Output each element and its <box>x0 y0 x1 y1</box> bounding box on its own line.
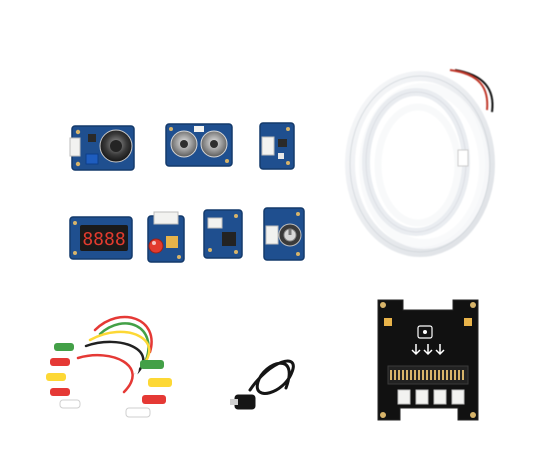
clip-left-group <box>46 343 81 409</box>
edge-connector <box>390 370 464 380</box>
microbit-breakout-board <box>377 299 479 421</box>
rgb-led-strip <box>345 69 495 257</box>
seven-segment-readout: 8888 <box>82 229 125 250</box>
rotary-angle-sensor-module <box>263 207 305 261</box>
small-sensor-module <box>259 122 295 170</box>
speaker-module <box>69 125 135 171</box>
accelerometer-module <box>203 209 243 259</box>
ultrasonic-sensor-module <box>165 123 233 167</box>
four-digit-display-module: 8888 <box>69 216 133 260</box>
arrow-icons <box>411 344 445 356</box>
clip-right-group <box>125 360 172 418</box>
grove-port-group <box>397 389 465 405</box>
usb-cable <box>230 359 295 410</box>
alligator-clip-cables <box>46 315 172 418</box>
led-module <box>147 211 185 263</box>
